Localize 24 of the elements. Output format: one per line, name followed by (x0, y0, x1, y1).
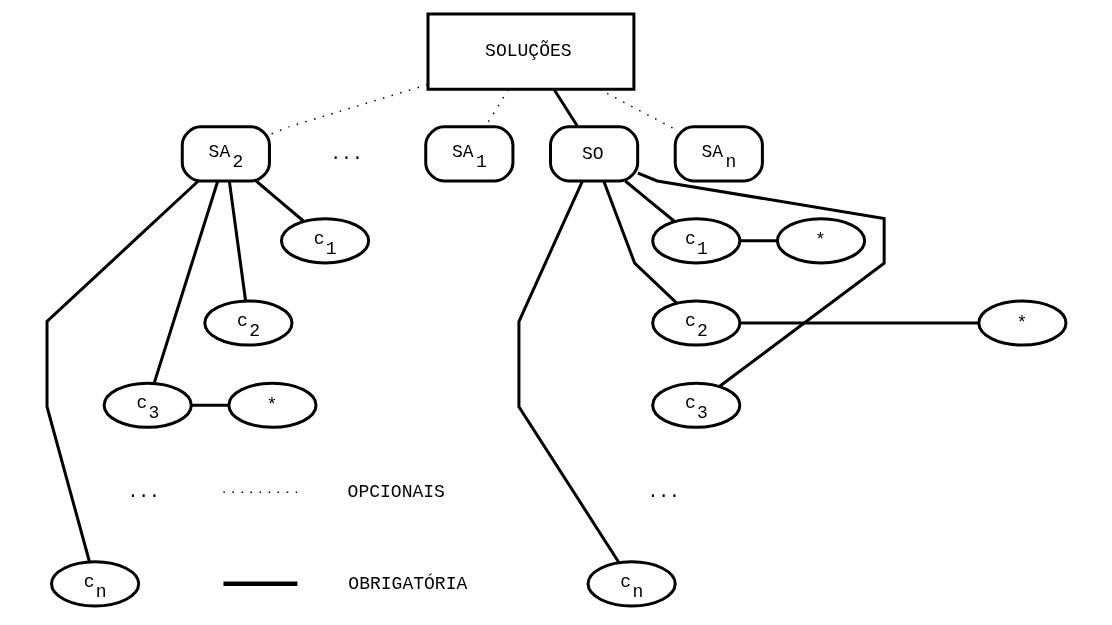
node-box: SO (548, 125, 639, 183)
connector (602, 180, 678, 305)
legend-label: OBRIGATÓRIA (347, 573, 467, 594)
label: ... (126, 481, 160, 502)
connector (227, 181, 247, 301)
connector (598, 88, 676, 130)
connector (191, 403, 229, 407)
connector (45, 179, 199, 562)
connector (739, 321, 979, 325)
node-ellipse: * (775, 217, 866, 265)
label: ... (329, 143, 363, 164)
connector (739, 239, 777, 243)
label: ... (646, 481, 680, 502)
connector (636, 171, 886, 388)
node-ellipse: * (976, 299, 1067, 347)
connector (623, 179, 675, 223)
connector (268, 83, 428, 136)
connector (254, 179, 304, 223)
connector (516, 180, 620, 564)
legend-label: OPCIONAIS (347, 481, 445, 502)
connector (552, 88, 579, 128)
node-box: SOLUÇÕES (426, 12, 635, 91)
node-ellipse: * (226, 381, 318, 429)
connector (152, 180, 219, 384)
